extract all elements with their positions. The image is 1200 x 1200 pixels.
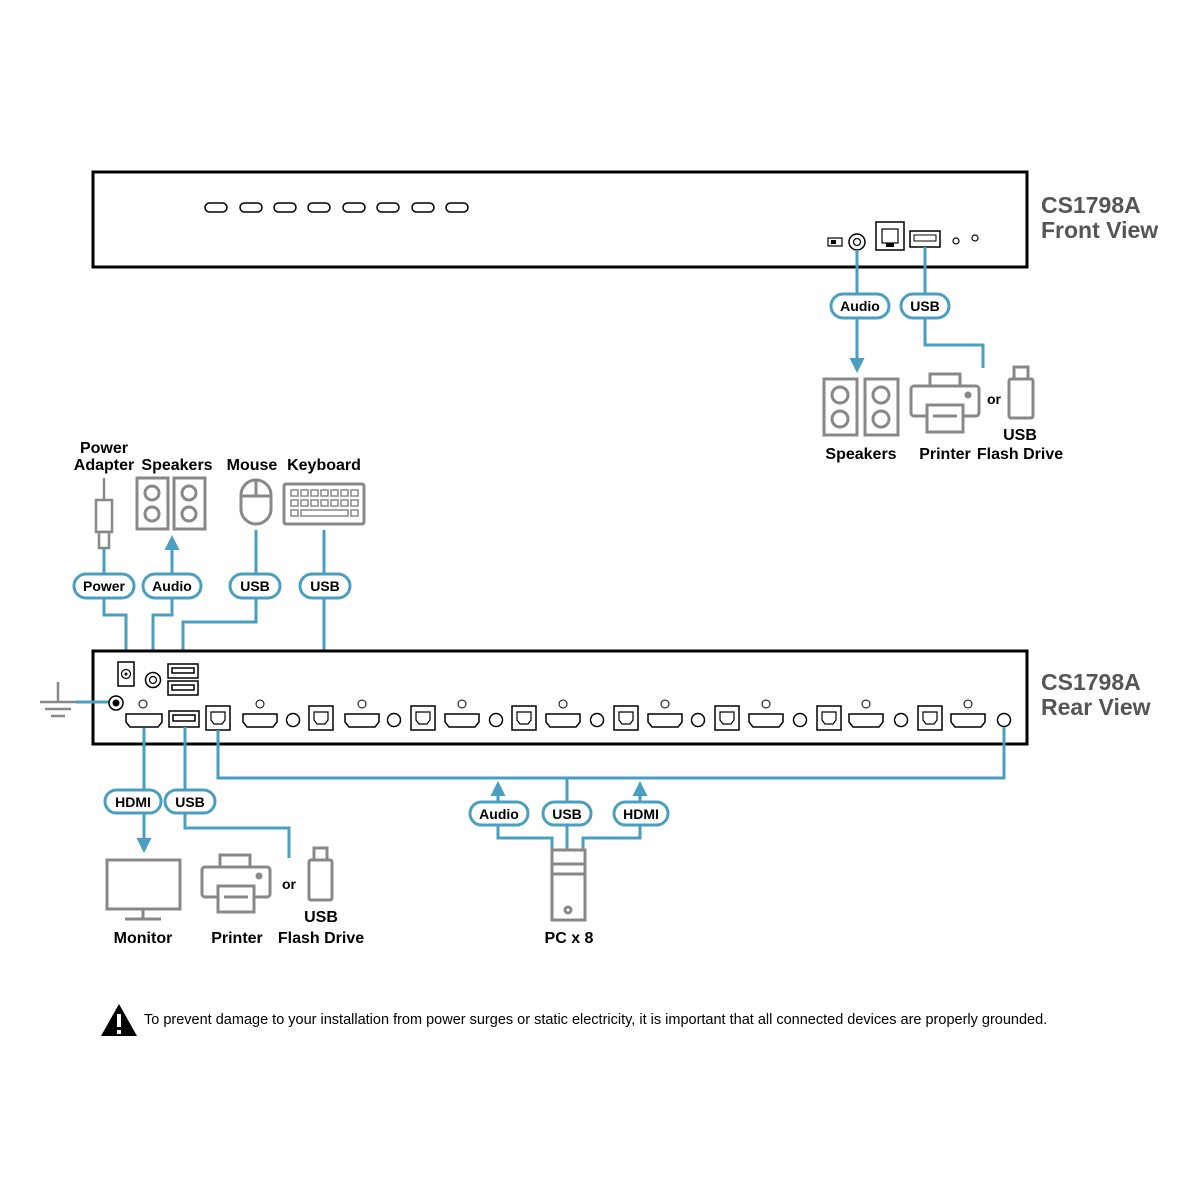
svg-text:Audio: Audio [840,298,880,314]
pc-port-group [613,699,706,731]
svg-text:HDMI: HDMI [623,806,659,822]
rear-bottom-cables [136,727,1006,858]
front-audio-pill: Audio [829,292,891,320]
front-speakers-icon [822,377,900,437]
front-view-title-model: CS1798A [1041,192,1141,218]
ground-icon [40,682,76,718]
audio-port-icon [144,671,162,689]
rear-power-label-line1: Power [80,440,128,457]
front-flash-drive-icon [1007,365,1035,420]
pc-port-group [917,699,1012,731]
pc-usb-pill: USB [541,800,593,827]
warning-icon [101,1004,137,1036]
front-panel [91,170,1029,269]
rear-view-title-view: Rear View [1041,694,1151,720]
console-usb-port-icon [168,710,200,728]
pc-port-group [205,699,301,731]
power-adapter-icon [94,478,114,550]
keyboard-icon [282,482,366,526]
front-printer-label: Printer [919,446,971,463]
rear-keyboard-label: Keyboard [287,457,361,474]
svg-text:USB: USB [552,806,582,822]
front-usb-port-icon [909,230,941,248]
front-led-icon [971,234,979,242]
ground-screw-icon [108,695,124,711]
rear-usb-label: USB [304,909,338,926]
rear-usb-keyboard-pill: USB [298,572,352,600]
rear-or-text: or [282,876,297,892]
port-selection-buttons [204,202,469,213]
svg-text:Power: Power [83,578,126,594]
rear-audio-pill: Audio [141,572,203,600]
front-speakers-label: Speakers [825,446,896,463]
power-port-icon [117,661,135,687]
rear-flash-drive-label: Flash Drive [278,930,364,947]
front-led-icon [952,237,960,245]
rear-hdmi-pill: HDMI [103,788,163,815]
front-usb-pill: USB [899,292,951,320]
rear-panel [40,649,1029,746]
pc-port-group [511,699,605,731]
rear-view-title-model: CS1798A [1041,669,1141,695]
front-audio-port-icon [848,233,866,251]
svg-text:USB: USB [240,578,270,594]
mouse-icon [239,478,273,526]
rear-power-label-line2: Adapter [74,457,134,474]
rear-power-pill: Power [72,572,136,600]
rear-printer-label: Printer [211,930,263,947]
pc-port-group [816,699,909,731]
monitor-label: Monitor [114,930,173,947]
svg-text:USB: USB [910,298,940,314]
pc-port-group [410,699,504,731]
front-usb-label: USB [1003,427,1037,444]
warning-text: To prevent damage to your installation f… [144,1012,1048,1028]
rear-usb-mouse-pill: USB [228,572,282,600]
grounding-warning: To prevent damage to your installation f… [100,1000,1180,1040]
front-rj-port-icon [875,221,905,251]
rear-flash-drive-icon [307,846,334,902]
svg-text:USB: USB [310,578,340,594]
pc-hdmi-pill: HDMI [612,800,670,827]
rear-speakers-label: Speakers [141,457,212,474]
pc-count-label: PC x 8 [545,930,594,947]
svg-text:HDMI: HDMI [115,794,151,810]
monitor-icon [105,858,182,921]
rear-usb-pill: USB [163,788,217,815]
pc-audio-pill: Audio [468,800,530,827]
rear-printer-icon [200,853,272,914]
front-switch-icon [827,237,843,247]
front-view-title-view: Front View [1041,217,1158,243]
svg-text:USB: USB [175,794,205,810]
pc-port-group [714,699,808,731]
svg-text:Audio: Audio [479,806,519,822]
front-flash-drive-label: Flash Drive [977,446,1063,463]
pc-tower-icon [550,848,587,922]
rear-mouse-label: Mouse [227,457,278,474]
rear-speakers-icon [135,476,207,531]
pc-port-group [308,699,402,731]
front-printer-icon [909,372,981,434]
usb-console-ports-icon [167,663,199,696]
front-or-text: or [987,391,1002,407]
svg-text:Audio: Audio [152,578,192,594]
console-hdmi-port-icon [125,699,163,728]
front-cables [849,247,985,373]
